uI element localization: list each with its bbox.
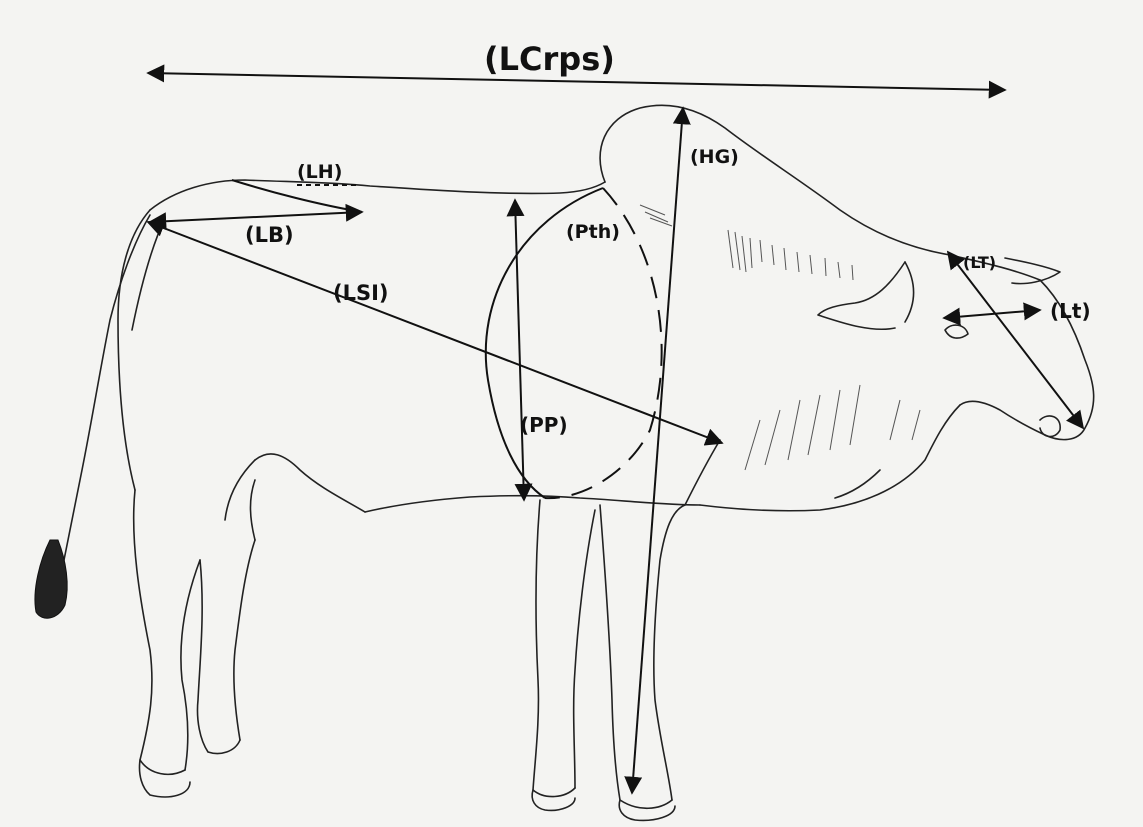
label-pp: (PP): [520, 413, 568, 437]
label-lsi: (LSI): [333, 281, 389, 305]
label-pth: (Pth): [566, 221, 620, 243]
neck-shading: [640, 205, 920, 470]
label-lt-lower: (Lt): [1050, 299, 1091, 323]
cattle-outline: [55, 105, 1094, 820]
label-lt-upper: (LT): [963, 253, 996, 272]
label-lcrps: (LCrps): [484, 40, 615, 78]
label-lh: (LH): [297, 161, 342, 183]
pp-arrow: [515, 200, 524, 500]
label-lb: (LB): [245, 223, 294, 247]
lb-arrow: [150, 212, 362, 222]
tail-tuft: [35, 540, 67, 618]
label-hg: (HG): [690, 146, 739, 168]
hg-arrow: [632, 108, 683, 793]
lsi-arrow: [148, 222, 722, 443]
lt-lower-arrow: [944, 310, 1040, 318]
